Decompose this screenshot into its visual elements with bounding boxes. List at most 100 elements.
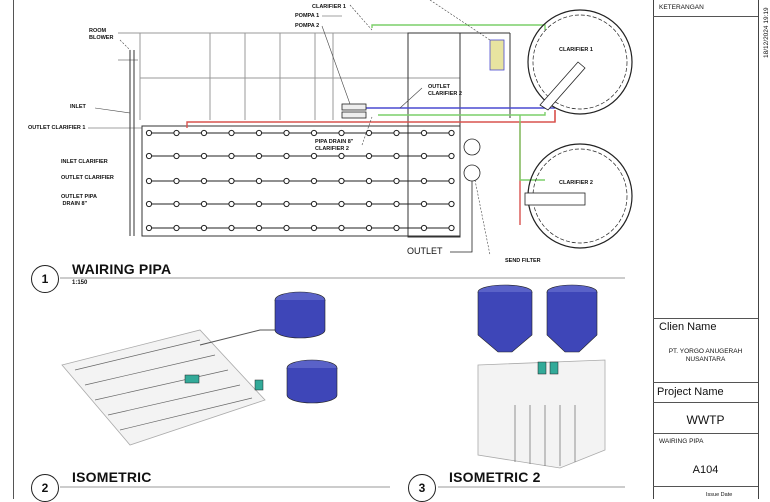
diffuser: [420, 200, 428, 208]
label-room-blower: ROOM BLOWER: [89, 28, 114, 41]
label-outlet-clarifier-2: OUTLET CLARIFIER 2: [428, 84, 462, 97]
view-title-wairing-pipa: WAIRING PIPA: [72, 261, 172, 277]
view-title-isometric: ISOMETRIC: [72, 469, 152, 485]
label-pompa-2: POMPA 2: [295, 23, 320, 29]
view-title-isometric-2: ISOMETRIC 2: [449, 469, 541, 485]
diffuser: [393, 129, 400, 137]
client-name-label: Clien Name: [659, 321, 717, 333]
view-number-1: 1: [31, 265, 59, 293]
diffuser: [338, 177, 345, 185]
diffuser: [173, 224, 180, 232]
diffuser: [255, 129, 263, 137]
diffuser: [310, 177, 318, 185]
diffuser: [393, 200, 400, 208]
diffuser: [283, 129, 290, 137]
diffuser: [173, 177, 180, 185]
diffuser: [393, 224, 400, 232]
label-pipa-drain-clarifier-2: PIPA DRAIN 8" CLARIFIER 2: [315, 139, 354, 152]
project-name: WWTP: [686, 413, 725, 427]
diffuser: [448, 200, 455, 208]
green-pipe: [371, 24, 546, 30]
diffuser: [448, 152, 455, 160]
diffuser: [173, 200, 180, 208]
diffuser: [228, 224, 235, 232]
diffuser: [338, 200, 345, 208]
view-number-2: 2: [31, 474, 59, 502]
clarifier-1-tank: [527, 9, 633, 115]
diffuser: [200, 177, 208, 185]
label-outlet-clarifier: OUTLET CLARIFIER: [61, 175, 114, 181]
diffuser: [448, 224, 455, 232]
diffuser: [200, 152, 208, 160]
diffuser: [283, 177, 290, 185]
diffuser: [393, 152, 400, 160]
diffuser: [420, 152, 428, 160]
diffuser: [200, 129, 208, 137]
label-inlet: INLET: [70, 104, 86, 110]
diffuser: [448, 177, 455, 185]
isometric-2-drawing: [477, 284, 606, 469]
diffuser: [283, 224, 290, 232]
diffuser: [365, 129, 373, 137]
project-name-label: Project Name: [657, 386, 724, 398]
diffuser: [365, 177, 373, 185]
diffuser: [365, 152, 373, 160]
diffuser: [255, 200, 263, 208]
diffuser: [310, 200, 318, 208]
label-outlet: OUTLET: [407, 246, 443, 256]
diffuser: [255, 224, 263, 232]
diffuser: [310, 152, 318, 160]
diffuser: [420, 129, 428, 137]
label-outlet-clarifier-1: OUTLET CLARIFIER 1: [28, 125, 86, 131]
issue-date-label: Issue Date: [706, 492, 733, 498]
diffuser: [173, 129, 180, 137]
diffuser: [393, 177, 400, 185]
label-clarifier-2: CLARIFIER 2: [559, 180, 593, 186]
diffuser: [365, 224, 373, 232]
diffuser: [338, 152, 345, 160]
diffuser: [145, 200, 153, 208]
diffuser: [228, 200, 235, 208]
diffuser: [255, 152, 263, 160]
diffuser: [338, 224, 345, 232]
diffuser: [283, 152, 290, 160]
diffuser: [145, 129, 153, 137]
label-inlet-clarifier: INLET CLARIFIER: [61, 159, 108, 165]
view-scale: 1:150: [72, 280, 88, 286]
diffuser: [283, 200, 290, 208]
client-name-line-1: PT. YORGO ANUGERAH: [668, 348, 743, 355]
diffuser: [420, 224, 428, 232]
label-clarifier-1: CLARIFIER 1: [559, 47, 593, 53]
diffuser: [228, 177, 235, 185]
diffuser: [200, 224, 208, 232]
isometric-1-drawing: [61, 291, 338, 446]
diffuser: [448, 129, 455, 137]
diffuser: [365, 200, 373, 208]
diffuser: [145, 224, 153, 232]
client-name-line-2: NUSANTARA: [685, 356, 726, 363]
view-number-3: 3: [408, 474, 436, 502]
timestamp: 18/12/2024 19:19: [763, 7, 770, 58]
diffuser: [310, 224, 318, 232]
sheet-title: WAIRING PIPA: [659, 438, 704, 445]
label-outlet-pipa-drain: OUTLET PIPA DRAIN 8": [61, 194, 97, 207]
diffuser: [338, 129, 345, 137]
diffuser: [200, 200, 208, 208]
diffuser: [310, 129, 318, 137]
sheet-left-border: [13, 0, 14, 499]
diffuser: [145, 177, 153, 185]
label-send-filter: SEND FILTER: [505, 258, 541, 264]
diffuser: [420, 177, 428, 185]
diffuser: [228, 152, 235, 160]
diffuser: [255, 177, 263, 185]
title-block: [653, 0, 759, 499]
sheet-number: A104: [692, 464, 719, 476]
label-clarifier-1-top: CLARIFIER 1: [312, 4, 346, 10]
diffuser: [228, 129, 235, 137]
diffuser: [173, 152, 180, 160]
client-name: PT. YORGO ANUGERAH NUSANTARA: [653, 348, 758, 364]
red-pipe: [186, 110, 556, 128]
keterangan-label: KETERANGAN: [659, 4, 704, 11]
diffuser: [145, 152, 153, 160]
